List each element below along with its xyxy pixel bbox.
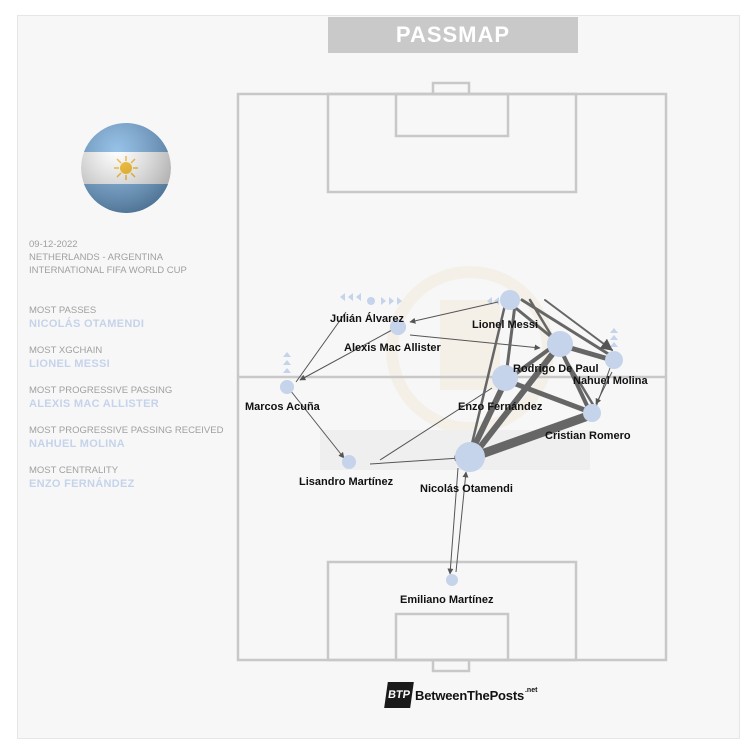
stat-label-most-centrality: MOST CENTRALITY: [29, 465, 119, 476]
top-penalty-box: [326, 92, 578, 194]
pass-edges-thin: [289, 301, 613, 575]
node-nicolas-otamendi: [455, 442, 485, 472]
top-goal: [431, 81, 471, 96]
progressive-markers: [283, 293, 618, 373]
label-marcos-acuna: Marcos Acuña: [245, 401, 321, 413]
label-emiliano-martinez: Emiliano Martínez: [400, 594, 494, 606]
footer-brand: BetweenThePosts: [415, 687, 524, 703]
top-six-yard-box: [394, 92, 510, 138]
stat-value-most-progressive-received: NAHUEL MOLINA: [29, 438, 125, 450]
stat-label-most-xgchain: MOST XGCHAIN: [29, 345, 103, 356]
node-emiliano-martinez: [446, 574, 458, 586]
node-lionel-messi: [500, 290, 520, 310]
label-lisandro-martinez: Lisandro Martínez: [299, 476, 394, 488]
stat-value-most-progressive-passing: ALEXIS MAC ALLISTER: [29, 398, 159, 410]
footer-suffix: .net: [524, 686, 538, 694]
btp-badge-icon: BTP: [384, 682, 414, 708]
label-enzo-fernandez: Enzo Fernández: [458, 401, 543, 413]
stat-label-most-passes: MOST PASSES: [29, 305, 97, 316]
stat-value-most-centrality: ENZO FERNÁNDEZ: [29, 478, 135, 490]
player-labels: Julián Álvarez Lionel Messi Alexis Mac A…: [245, 312, 648, 606]
label-alexis-mac-allister: Alexis Mac Allister: [344, 342, 442, 354]
page-title: PASSMAP: [328, 17, 578, 53]
argentina-flag-icon: [81, 123, 171, 213]
footer-logo: BTP BetweenThePosts .net: [384, 682, 538, 708]
label-nicolas-otamendi: Nicolás Otamendi: [420, 483, 513, 495]
match-date: 09-12-2022: [29, 239, 78, 250]
node-cristian-romero: [583, 404, 601, 422]
node-nahuel-molina: [605, 351, 623, 369]
stat-value-most-xgchain: LIONEL MESSI: [29, 358, 111, 370]
stat-label-most-progressive-passing: MOST PROGRESSIVE PASSING: [29, 385, 173, 396]
node-rodrigo-de-paul: [547, 331, 573, 357]
label-cristian-romero: Cristian Romero: [545, 430, 631, 442]
bottom-goal: [431, 658, 471, 673]
player-nodes: [280, 290, 623, 586]
stat-label-most-progressive-received: MOST PROGRESSIVE PASSING RECEIVED: [29, 425, 224, 436]
match-teams: NETHERLANDS - ARGENTINA: [29, 252, 164, 263]
stat-value-most-passes: NICOLÁS OTAMENDI: [29, 318, 145, 330]
match-competition: INTERNATIONAL FIFA WORLD CUP: [29, 265, 187, 276]
label-rodrigo-de-paul: Rodrigo De Paul: [513, 363, 599, 375]
bottom-six-yard-box: [394, 612, 510, 662]
node-lisandro-martinez: [342, 455, 356, 469]
node-alexis-mac-allister: [390, 319, 406, 335]
pitch-markings: [236, 81, 668, 673]
label-lionel-messi: Lionel Messi: [472, 319, 538, 331]
label-julian-alvarez: Julián Álvarez: [330, 312, 404, 325]
node-marcos-acuna: [280, 380, 294, 394]
label-nahuel-molina: Nahuel Molina: [573, 375, 648, 387]
node-enzo-fernandez: [492, 365, 518, 391]
